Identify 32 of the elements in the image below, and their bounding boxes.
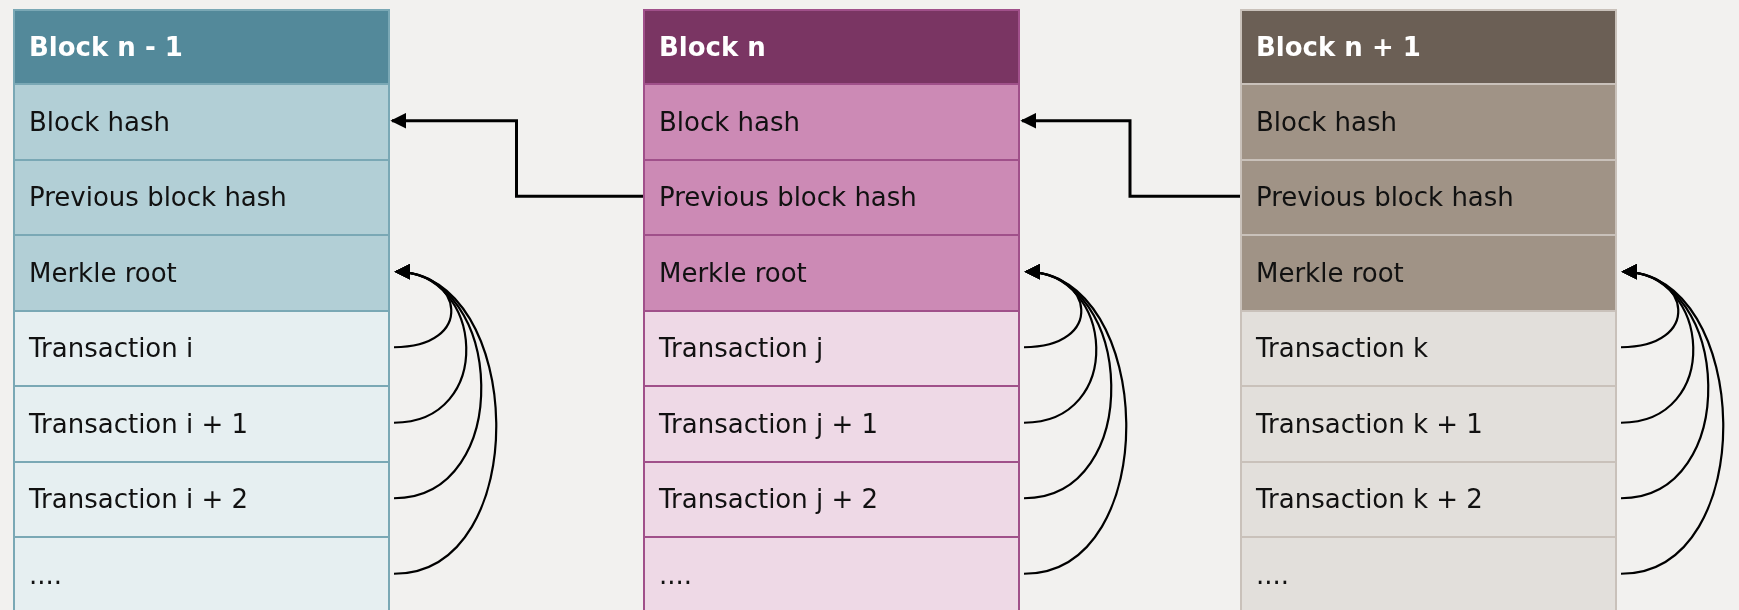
header-field-row: Block hash xyxy=(1242,83,1615,159)
transaction-row: .... xyxy=(645,536,1018,610)
transaction-row: .... xyxy=(15,536,388,610)
transaction-row: Transaction i + 2 xyxy=(15,460,388,536)
block-column xyxy=(1240,9,1617,610)
transaction-row: Transaction j + 2 xyxy=(645,460,1018,536)
header-field-row: Block hash xyxy=(645,83,1018,159)
block-header: Block n + 1 xyxy=(1242,11,1615,83)
header-field-row: Previous block hash xyxy=(1242,158,1615,234)
transaction-row: Transaction i + 1 xyxy=(15,385,388,461)
header-field-row: Merkle root xyxy=(645,234,1018,310)
curved-arrow xyxy=(393,266,498,575)
transaction-row: Transaction j + 1 xyxy=(645,385,1018,461)
block-header: Block n xyxy=(645,11,1018,83)
curved-arrow xyxy=(1023,266,1128,575)
header-field-row: Previous block hash xyxy=(645,158,1018,234)
block-header: Block n - 1 xyxy=(15,11,388,83)
arrow xyxy=(390,112,643,198)
curved-arrow xyxy=(1620,266,1725,575)
header-field-row: Merkle root xyxy=(15,234,388,310)
block-column xyxy=(643,9,1020,610)
header-field-row: Merkle root xyxy=(1242,234,1615,310)
header-field-row: Previous block hash xyxy=(15,158,388,234)
block-column xyxy=(13,9,390,610)
transaction-row: Transaction k xyxy=(1242,309,1615,385)
transaction-row: Transaction k + 1 xyxy=(1242,385,1615,461)
transaction-row: Transaction j xyxy=(645,309,1018,385)
transaction-row: Transaction k + 2 xyxy=(1242,460,1615,536)
transaction-row: .... xyxy=(1242,536,1615,610)
transaction-row: Transaction i xyxy=(15,309,388,385)
arrow xyxy=(1020,112,1240,198)
header-field-row: Block hash xyxy=(15,83,388,159)
